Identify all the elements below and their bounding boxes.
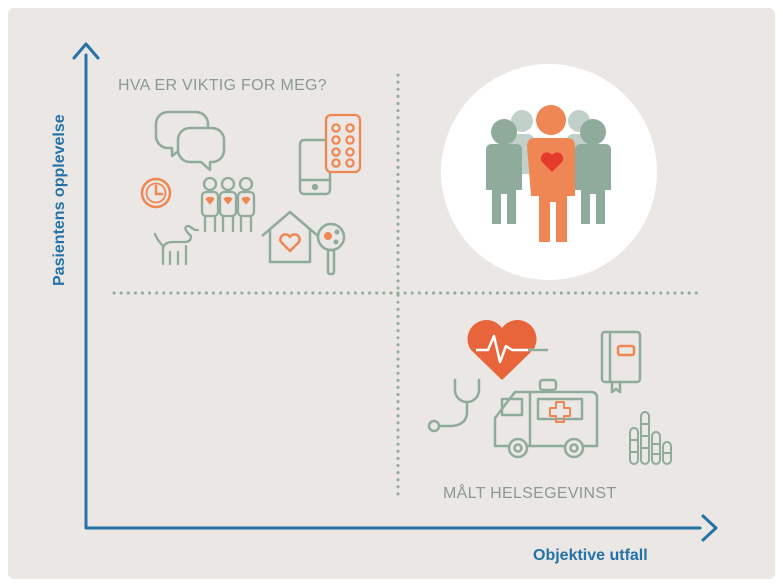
y-axis-line (84, 53, 702, 530)
y-axis-arrow (72, 42, 100, 60)
y-axis-label: Pasientens opplevelse (51, 114, 68, 286)
phone-icon (298, 138, 332, 196)
x-axis-label: Objektive utfall (533, 547, 648, 564)
top-left-title: HVA ER VIKTIG FOR MEG? (118, 77, 328, 94)
clock-icon (140, 177, 172, 209)
magnifier-icon (316, 222, 346, 276)
quadrant-dividers (112, 73, 702, 502)
house-heart-icon (261, 210, 319, 264)
ambulance-icon (493, 378, 599, 459)
dog-icon (153, 224, 200, 266)
people-group-icon (441, 64, 657, 280)
x-axis-arrow (701, 514, 718, 542)
bottom-right-title: MÅLT HELSEGEVINST (443, 485, 617, 502)
stethoscope-icon (427, 378, 481, 433)
speech-bubbles-icon (154, 110, 226, 172)
pill-pack-icon (324, 113, 362, 174)
journal-icon (600, 330, 642, 394)
bar-stacks-icon (629, 411, 672, 465)
heart-rate-icon (467, 319, 548, 380)
family-icon (200, 176, 256, 232)
axes (72, 42, 718, 542)
